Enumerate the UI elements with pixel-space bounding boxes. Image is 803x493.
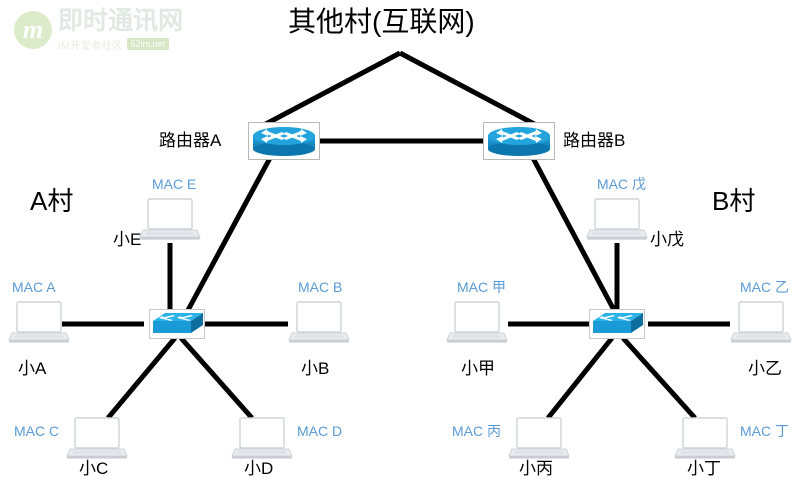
village-b-label: B村 — [712, 186, 756, 216]
host-yi-name-label: 小乙 — [748, 359, 782, 378]
router-a-label: 路由器A — [159, 131, 222, 150]
host-jia-mac-label: MAC 甲 — [457, 279, 506, 295]
host-bing-name-label: 小丙 — [519, 459, 553, 478]
host-c-laptop-icon[interactable] — [66, 416, 128, 460]
host-ding-mac-label: MAC 丁 — [740, 423, 789, 439]
host-c-mac-label: MAC C — [14, 423, 60, 439]
laptop-graphic — [730, 301, 792, 343]
router-b-label: 路由器B — [563, 131, 626, 150]
host-b-mac-label: MAC B — [298, 279, 343, 295]
host-wu-laptop-icon[interactable] — [586, 197, 648, 241]
link-switch-b-host-bing — [546, 336, 614, 420]
host-a-laptop-icon[interactable] — [8, 300, 70, 344]
laptop-graphic — [288, 301, 350, 343]
host-e-name-label: 小E — [113, 230, 142, 249]
host-b-laptop-icon[interactable] — [288, 300, 350, 344]
host-a-mac-label: MAC A — [12, 279, 56, 295]
host-jia-name-label: 小甲 — [461, 359, 495, 378]
host-b-name-label: 小B — [301, 359, 330, 378]
laptop-graphic — [139, 198, 201, 240]
switch-slab-graphic — [593, 313, 643, 333]
link-router-a-switch-a — [184, 156, 273, 314]
laptop-graphic — [66, 417, 128, 459]
host-yi-laptop-icon[interactable] — [730, 300, 792, 344]
host-ding-name-label: 小丁 — [687, 459, 721, 478]
laptop-graphic — [8, 301, 70, 343]
host-a-name-label: 小A — [18, 359, 47, 378]
host-wu-name-label: 小戊 — [650, 230, 684, 249]
link-router-b-switch-b — [530, 156, 618, 314]
host-d-name-label: 小D — [244, 459, 274, 478]
village-a-label: A村 — [30, 186, 74, 216]
switch-b-icon[interactable] — [589, 309, 645, 339]
host-bing-mac-label: MAC 丙 — [452, 423, 501, 439]
link-switch-a-host-d — [179, 336, 254, 420]
link-switch-a-host-c — [106, 336, 177, 420]
link-internet-router-b — [398, 50, 540, 129]
switch-a-icon[interactable] — [149, 309, 205, 339]
laptop-graphic — [508, 417, 570, 459]
switch-slab-graphic — [153, 313, 203, 333]
link-internet-router-a — [260, 50, 402, 129]
router-b-icon[interactable] — [483, 122, 555, 160]
laptop-graphic — [446, 301, 508, 343]
host-d-mac-label: MAC D — [297, 423, 343, 439]
host-ding-laptop-icon[interactable] — [674, 416, 736, 460]
router-cylinder-graphic — [488, 127, 550, 156]
router-a-icon[interactable] — [248, 122, 320, 160]
router-cylinder-graphic — [253, 127, 315, 156]
laptop-graphic — [231, 417, 293, 459]
host-wu-mac-label: MAC 戊 — [597, 176, 646, 192]
laptop-graphic — [586, 198, 648, 240]
host-c-name-label: 小C — [79, 459, 109, 478]
internet-title: 其他村(互联网) — [288, 6, 475, 37]
host-bing-laptop-icon[interactable] — [508, 416, 570, 460]
host-d-laptop-icon[interactable] — [231, 416, 293, 460]
host-jia-laptop-icon[interactable] — [446, 300, 508, 344]
host-e-mac-label: MAC E — [152, 176, 197, 192]
host-yi-mac-label: MAC 乙 — [740, 279, 789, 295]
host-e-laptop-icon[interactable] — [139, 197, 201, 241]
laptop-graphic — [674, 417, 736, 459]
link-switch-b-host-ding — [621, 336, 697, 420]
